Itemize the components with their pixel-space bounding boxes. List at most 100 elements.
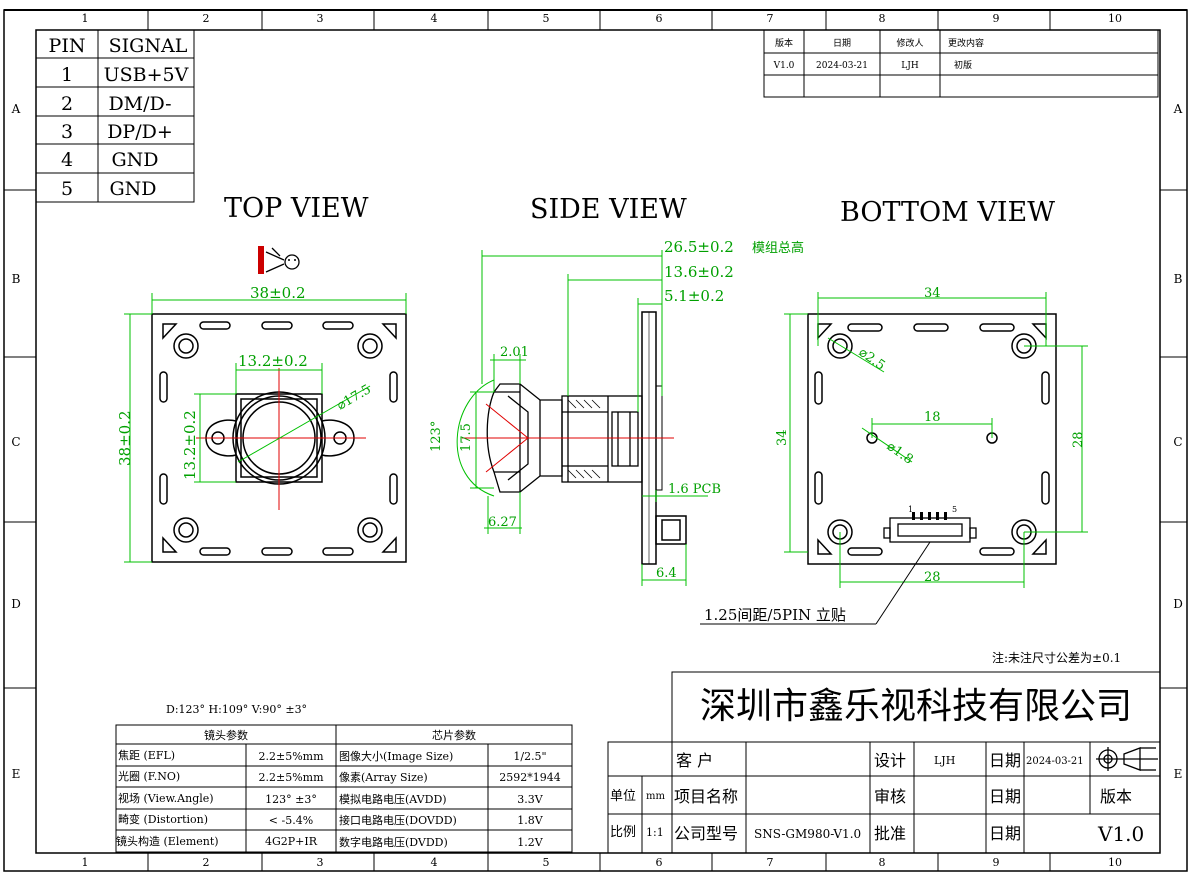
bottom-dim-hole-span: 34: [924, 286, 941, 301]
grid-col-bottom: 2: [203, 856, 210, 869]
grid-row-right: E: [1174, 767, 1183, 781]
chip-param-name: 图像大小(Image Size): [339, 749, 453, 763]
pin-signal: GND: [111, 149, 158, 171]
chip-param-name: 接口电路电压(DOVDD): [339, 814, 457, 827]
grid-col-top: 6: [656, 12, 663, 25]
grid-row-left: C: [11, 435, 20, 449]
lens-param-value: 123° ±3°: [265, 793, 317, 806]
chip-table-title: 芯片参数: [432, 728, 476, 742]
connector-pin-last: 5: [952, 505, 957, 514]
side-dim-lens-top: 2.01: [500, 345, 529, 360]
grid-col-bottom: 8: [879, 856, 886, 869]
top-dim-height: 38±0.2: [116, 410, 134, 466]
date-label: 日期: [989, 751, 1021, 770]
grid-col-top: 3: [317, 12, 324, 25]
pin-number: 1: [61, 64, 73, 86]
grid-column-ticks: [4, 10, 1187, 871]
side-dim-pcb: 1.6 PCB: [668, 482, 721, 497]
design-value: LJH: [934, 754, 955, 767]
bottom-view-title: BOTTOM VIEW: [840, 197, 1055, 228]
tolerance-note: 注:未注尺寸公差为±0.1: [992, 650, 1121, 665]
bottom-dim-bottom: 28: [924, 570, 941, 585]
grid-column-labels: 1 2 3 4 5 6 7 8 9 10 1 2 3 4 5 6 7 8 9 1…: [82, 12, 1123, 869]
grid-col-top: 9: [993, 12, 1000, 25]
pin-table-header-signal: SIGNAL: [109, 35, 188, 57]
grid-row-right: C: [1173, 435, 1182, 449]
revision-header-date: 日期: [833, 38, 851, 49]
connector-pin-first: 1: [908, 505, 913, 514]
grid-row-labels: A B C D E A B C D E: [11, 102, 1183, 781]
pin-signal: DP/D+: [107, 121, 173, 143]
review-label: 审核: [874, 787, 906, 806]
grid-row-right: B: [1174, 272, 1183, 286]
unit-label: 单位: [610, 789, 636, 804]
scale-label: 比例: [610, 825, 636, 840]
sheet-frame: [3, 9, 1188, 872]
grid-row-left: A: [11, 102, 21, 116]
grid-col-bottom: 1: [82, 856, 89, 869]
side-view-title: SIDE VIEW: [530, 194, 687, 225]
pin-number: 3: [61, 121, 73, 143]
top-dim-width: 38±0.2: [250, 284, 306, 302]
projection-symbol-icon: [1096, 747, 1158, 771]
grid-col-bottom: 5: [543, 856, 550, 869]
bottom-dim-side: 34: [775, 429, 790, 446]
version-label: 版本: [1100, 787, 1132, 806]
side-dim-fov: 123°: [429, 421, 444, 452]
top-dim-lens-height: 13.2±0.2: [181, 410, 199, 480]
bottom-dim-hole-pitch: 18: [924, 410, 941, 425]
lens-param-value: 2.2±5%mm: [258, 750, 324, 763]
pin-number: 5: [61, 178, 73, 200]
grid-row-right: D: [1173, 597, 1183, 611]
date-value: 2024-03-21: [1026, 756, 1084, 767]
lens-param-name: 光圈 (F.NO): [118, 769, 180, 783]
side-dim-lens-bottom: 6.27: [488, 515, 517, 530]
top-dim-lens-width: 13.2±0.2: [238, 352, 308, 370]
pin-signal: USB+5V: [104, 64, 189, 86]
chip-param-value: 3.3V: [517, 793, 543, 806]
side-dim-total-note: 模组总高: [752, 240, 804, 256]
lens-param-value: 4G2P+IR: [265, 835, 318, 848]
revision-header-version: 版本: [775, 37, 793, 49]
scale-value: 1:1: [646, 826, 664, 839]
grid-col-top: 2: [203, 12, 210, 25]
date2-label: 日期: [989, 787, 1021, 806]
grid-row-left: E: [12, 767, 21, 781]
revision-content: 初版: [954, 59, 972, 71]
unit-value: mm: [646, 791, 665, 802]
grid-col-top: 1: [82, 12, 89, 25]
grid-col-top: 4: [431, 12, 438, 25]
grid-row-left: B: [12, 272, 21, 286]
lens-table-title: 镜头参数: [204, 728, 248, 742]
lens-param-name: 焦距 (EFL): [118, 749, 175, 762]
bottom-dim-small-hole: ⌀1.8: [884, 439, 916, 468]
grid-col-bottom: 6: [656, 856, 663, 869]
side-view-drawing: 26.5±0.2 模组总高 13.6±0.2 5.1±0.2 2.01 123°…: [429, 238, 804, 586]
grid-col-bottom: 4: [431, 856, 438, 869]
lens-param-name: 畸变 (Distortion): [118, 812, 208, 826]
pin-number: 2: [61, 93, 73, 115]
bottom-dim-hole-dia: ⌀2.5: [856, 345, 888, 374]
grid-row-left: D: [11, 597, 21, 611]
lens-param-name: 镜头构造 (Element): [116, 834, 219, 848]
pin-signal: DM/D-: [108, 93, 171, 115]
version-value: V1.0: [1097, 822, 1144, 846]
chip-param-value: 1.8V: [517, 814, 543, 827]
lens-param-value: 2.2±5%mm: [258, 771, 324, 784]
top-view-drawing: 38±0.2 13.2±0.2 38±0.2 13.2±0.2 ⌀17.5: [116, 284, 407, 563]
grid-col-top: 5: [543, 12, 550, 25]
bottom-view-drawing: 34 ⌀2.5 34 18 ⌀1.8 28 28 1 5 1.25间距/5PIN…: [700, 286, 1088, 625]
grid-col-bottom: 7: [767, 856, 774, 869]
side-dim-mid: 13.6±0.2: [664, 263, 734, 281]
pin-signal: GND: [109, 178, 156, 200]
chip-param-name: 数字电路电压(DVDD): [339, 835, 448, 849]
grid-col-bottom: 10: [1108, 856, 1122, 869]
title-block: 深圳市鑫乐视科技有限公司 客 户 设计 LJH 日期 2024-03-21 单位…: [607, 671, 1161, 854]
revision-header-content: 更改内容: [948, 37, 984, 49]
grid-col-bottom: 3: [317, 856, 324, 869]
chip-param-name: 模拟电路电压(AVDD): [339, 792, 447, 806]
bottom-dim-right: 28: [1071, 431, 1086, 448]
side-dim-connector: 6.4: [656, 566, 677, 581]
model-value: SNS-GM980-V1.0: [754, 827, 861, 841]
